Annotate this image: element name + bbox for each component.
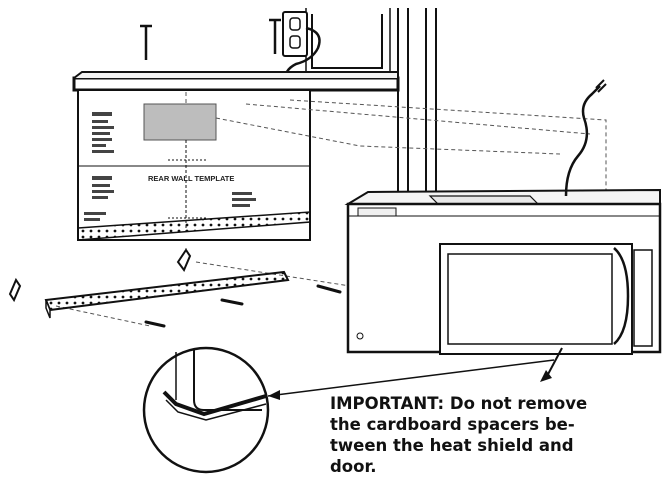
top-screws [140,18,281,60]
note-line-2: the cardboard spacers be- [330,415,575,434]
appliance-cord [564,85,601,197]
loose-screws [144,284,342,328]
note-line-1: IMPORTANT: Do not remove [330,394,588,413]
note-line-3: tween the heat shield and [330,436,574,455]
cabinet-bottom [72,71,400,92]
upper-cabinet [305,8,437,200]
note-line-4: door. [330,457,377,476]
toggle-bolts [8,248,192,303]
template-title: REAR WALL TEMPLATE [148,174,234,183]
important-note: IMPORTANT: Do not remove the cardboard s… [330,393,650,477]
wall-outlet [282,11,308,57]
cord-plug-icon [595,79,607,93]
spacer-detail-view [142,346,270,474]
callout-arrow [267,347,563,400]
rear-wall-template: REAR WALL TEMPLATE [77,89,311,241]
microwave-oven [344,188,662,355]
mounting-plate [44,270,290,319]
